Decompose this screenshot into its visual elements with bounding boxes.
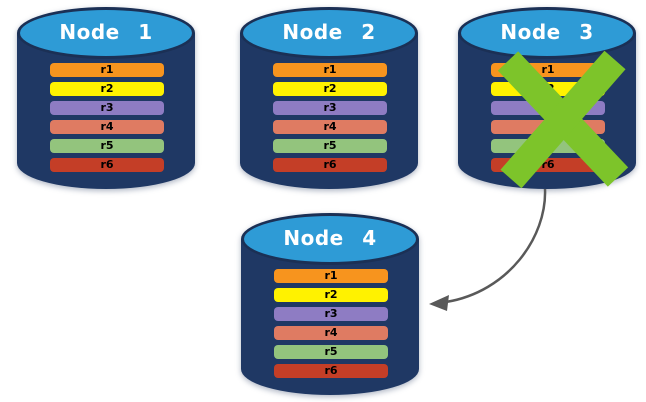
node-3: Node 3 r1 r2 r3 r4 r5 r6 [458,7,636,189]
row-r6-label: r6 [324,364,338,377]
row-r5: r5 [50,139,164,153]
row-r3-label: r3 [323,101,337,114]
row-r5: r5 [274,345,388,359]
row-r3: r3 [274,307,388,321]
node-1: Node 1 r1 r2 r3 r4 r5 r6 [17,7,195,189]
row-r5: r5 [491,139,605,153]
row-r4: r4 [274,326,388,340]
row-r5-label: r5 [100,139,114,152]
row-r4-label: r4 [541,120,555,133]
row-r1: r1 [274,269,388,283]
row-r1-label: r1 [323,63,337,76]
node-1-cylinder-top [17,7,195,59]
row-r6: r6 [491,158,605,172]
row-r6: r6 [274,364,388,378]
node-3-title: Node 3 [500,20,594,44]
row-r3-label: r3 [100,101,114,114]
row-r2: r2 [274,288,388,302]
node-2-rows: r1 r2 r3 r4 r5 r6 [273,63,387,177]
row-r3: r3 [491,101,605,115]
row-r5-label: r5 [541,139,555,152]
row-r2: r2 [50,82,164,96]
node-4-cylinder-top [241,213,419,265]
row-r5-label: r5 [324,345,338,358]
replication-arrow-icon [429,188,547,311]
row-r1: r1 [273,63,387,77]
row-r4: r4 [50,120,164,134]
row-r4-label: r4 [323,120,337,133]
row-r1-label: r1 [100,63,114,76]
row-r5: r5 [273,139,387,153]
row-r2: r2 [491,82,605,96]
row-r2-label: r2 [100,82,114,95]
node-1-title: Node 1 [59,20,153,44]
row-r3-label: r3 [541,101,555,114]
row-r1-label: r1 [324,269,338,282]
row-r1: r1 [50,63,164,77]
node-2: Node 2 r1 r2 r3 r4 r5 r6 [240,7,418,189]
node-2-cylinder-top [240,7,418,59]
node-4: Node 4 r1 r2 r3 r4 r5 r6 [241,213,419,395]
row-r1: r1 [491,63,605,77]
row-r6-label: r6 [100,158,114,171]
row-r6-label: r6 [323,158,337,171]
row-r6-label: r6 [541,158,555,171]
row-r3: r3 [273,101,387,115]
row-r6: r6 [273,158,387,172]
node-4-rows: r1 r2 r3 r4 r5 r6 [274,269,388,383]
node-3-rows: r1 r2 r3 r4 r5 r6 [491,63,605,177]
node-2-title: Node 2 [282,20,376,44]
node-4-title: Node 4 [283,226,377,250]
row-r3-label: r3 [324,307,338,320]
row-r3: r3 [50,101,164,115]
row-r4: r4 [491,120,605,134]
row-r1-label: r1 [541,63,555,76]
row-r2-label: r2 [541,82,555,95]
row-r4-label: r4 [324,326,338,339]
row-r2-label: r2 [323,82,337,95]
row-r4-label: r4 [100,120,114,133]
row-r5-label: r5 [323,139,337,152]
row-r4: r4 [273,120,387,134]
node-1-rows: r1 r2 r3 r4 r5 r6 [50,63,164,177]
row-r2-label: r2 [324,288,338,301]
row-r6: r6 [50,158,164,172]
row-r2: r2 [273,82,387,96]
